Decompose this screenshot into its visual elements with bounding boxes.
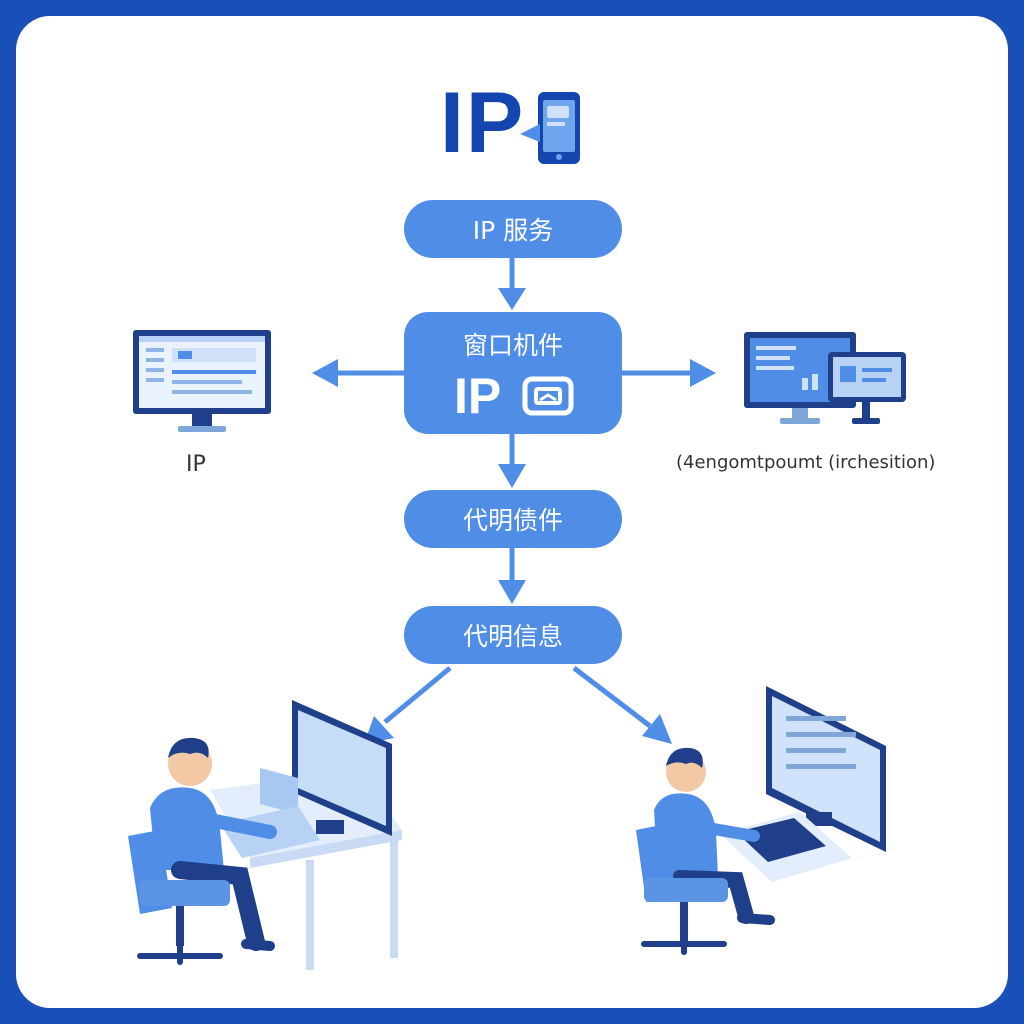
left-device-label: IP: [186, 452, 206, 477]
window-icon: [522, 376, 574, 416]
node-proxy-component: 代明债件: [404, 490, 622, 548]
node-window-component-title: 窗口机件: [462, 331, 563, 360]
logo-text: IP: [440, 75, 526, 171]
phone-chat-icon: [520, 92, 580, 164]
right-device-label: (4engomtpoumt (irchesition): [676, 452, 936, 473]
node-window-component: 窗口机件 IP: [404, 312, 622, 434]
node-window-component-ip: IP: [454, 368, 502, 424]
monitor-pair-icon: [744, 332, 906, 424]
monitor-icon: [133, 330, 271, 432]
node-ip-service: IP 服务: [404, 200, 622, 258]
user-at-desk-icon: [636, 686, 886, 955]
node-proxy-info: 代明信息: [404, 606, 622, 664]
user-at-desk-icon: [128, 700, 402, 970]
